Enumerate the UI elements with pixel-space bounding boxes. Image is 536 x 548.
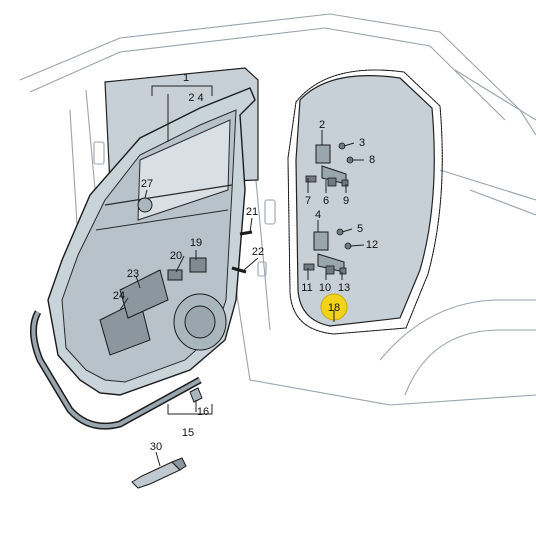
part-labels: 1 2 4 2 3 8 7 6 9 4 5 12 11 10 13 18 27 … — [113, 72, 378, 453]
label-part-11: 11 — [301, 282, 312, 294]
label-part-15: 15 — [182, 427, 194, 439]
label-part-12: 12 — [366, 239, 378, 251]
leader-lines — [119, 85, 365, 467]
clip-part-16 — [189, 387, 203, 403]
door-seal — [287, 69, 443, 335]
label-part-13: 13 — [338, 282, 350, 294]
label-part-23: 23 — [127, 268, 139, 280]
label-part-3: 3 — [359, 137, 365, 149]
label-part-9: 9 — [343, 195, 349, 207]
label-part-2-4: 2 4 — [188, 92, 203, 104]
label-part-10: 10 — [319, 282, 331, 294]
label-part-4: 4 — [315, 209, 321, 221]
label-part-8: 8 — [369, 154, 375, 166]
label-part-5: 5 — [357, 223, 363, 235]
label-part-27: 27 — [141, 178, 153, 190]
grease-tube-part-30 — [131, 457, 187, 489]
label-part-7: 7 — [305, 195, 311, 207]
label-part-2: 2 — [319, 119, 325, 131]
car-body-outline — [19, 13, 536, 406]
label-part-19: 19 — [190, 237, 202, 249]
label-part-16: 16 — [197, 406, 209, 418]
front-door-panel — [47, 87, 256, 396]
label-part-24: 24 — [113, 290, 125, 302]
label-part-1: 1 — [183, 72, 189, 84]
label-part-18: 18 — [328, 302, 340, 314]
label-part-21: 21 — [246, 206, 258, 218]
label-part-6: 6 — [323, 195, 329, 207]
label-part-20: 20 — [170, 250, 182, 262]
label-part-30: 30 — [150, 441, 162, 453]
door-edge-seal-strip — [30, 310, 202, 430]
label-part-22: 22 — [252, 246, 264, 258]
